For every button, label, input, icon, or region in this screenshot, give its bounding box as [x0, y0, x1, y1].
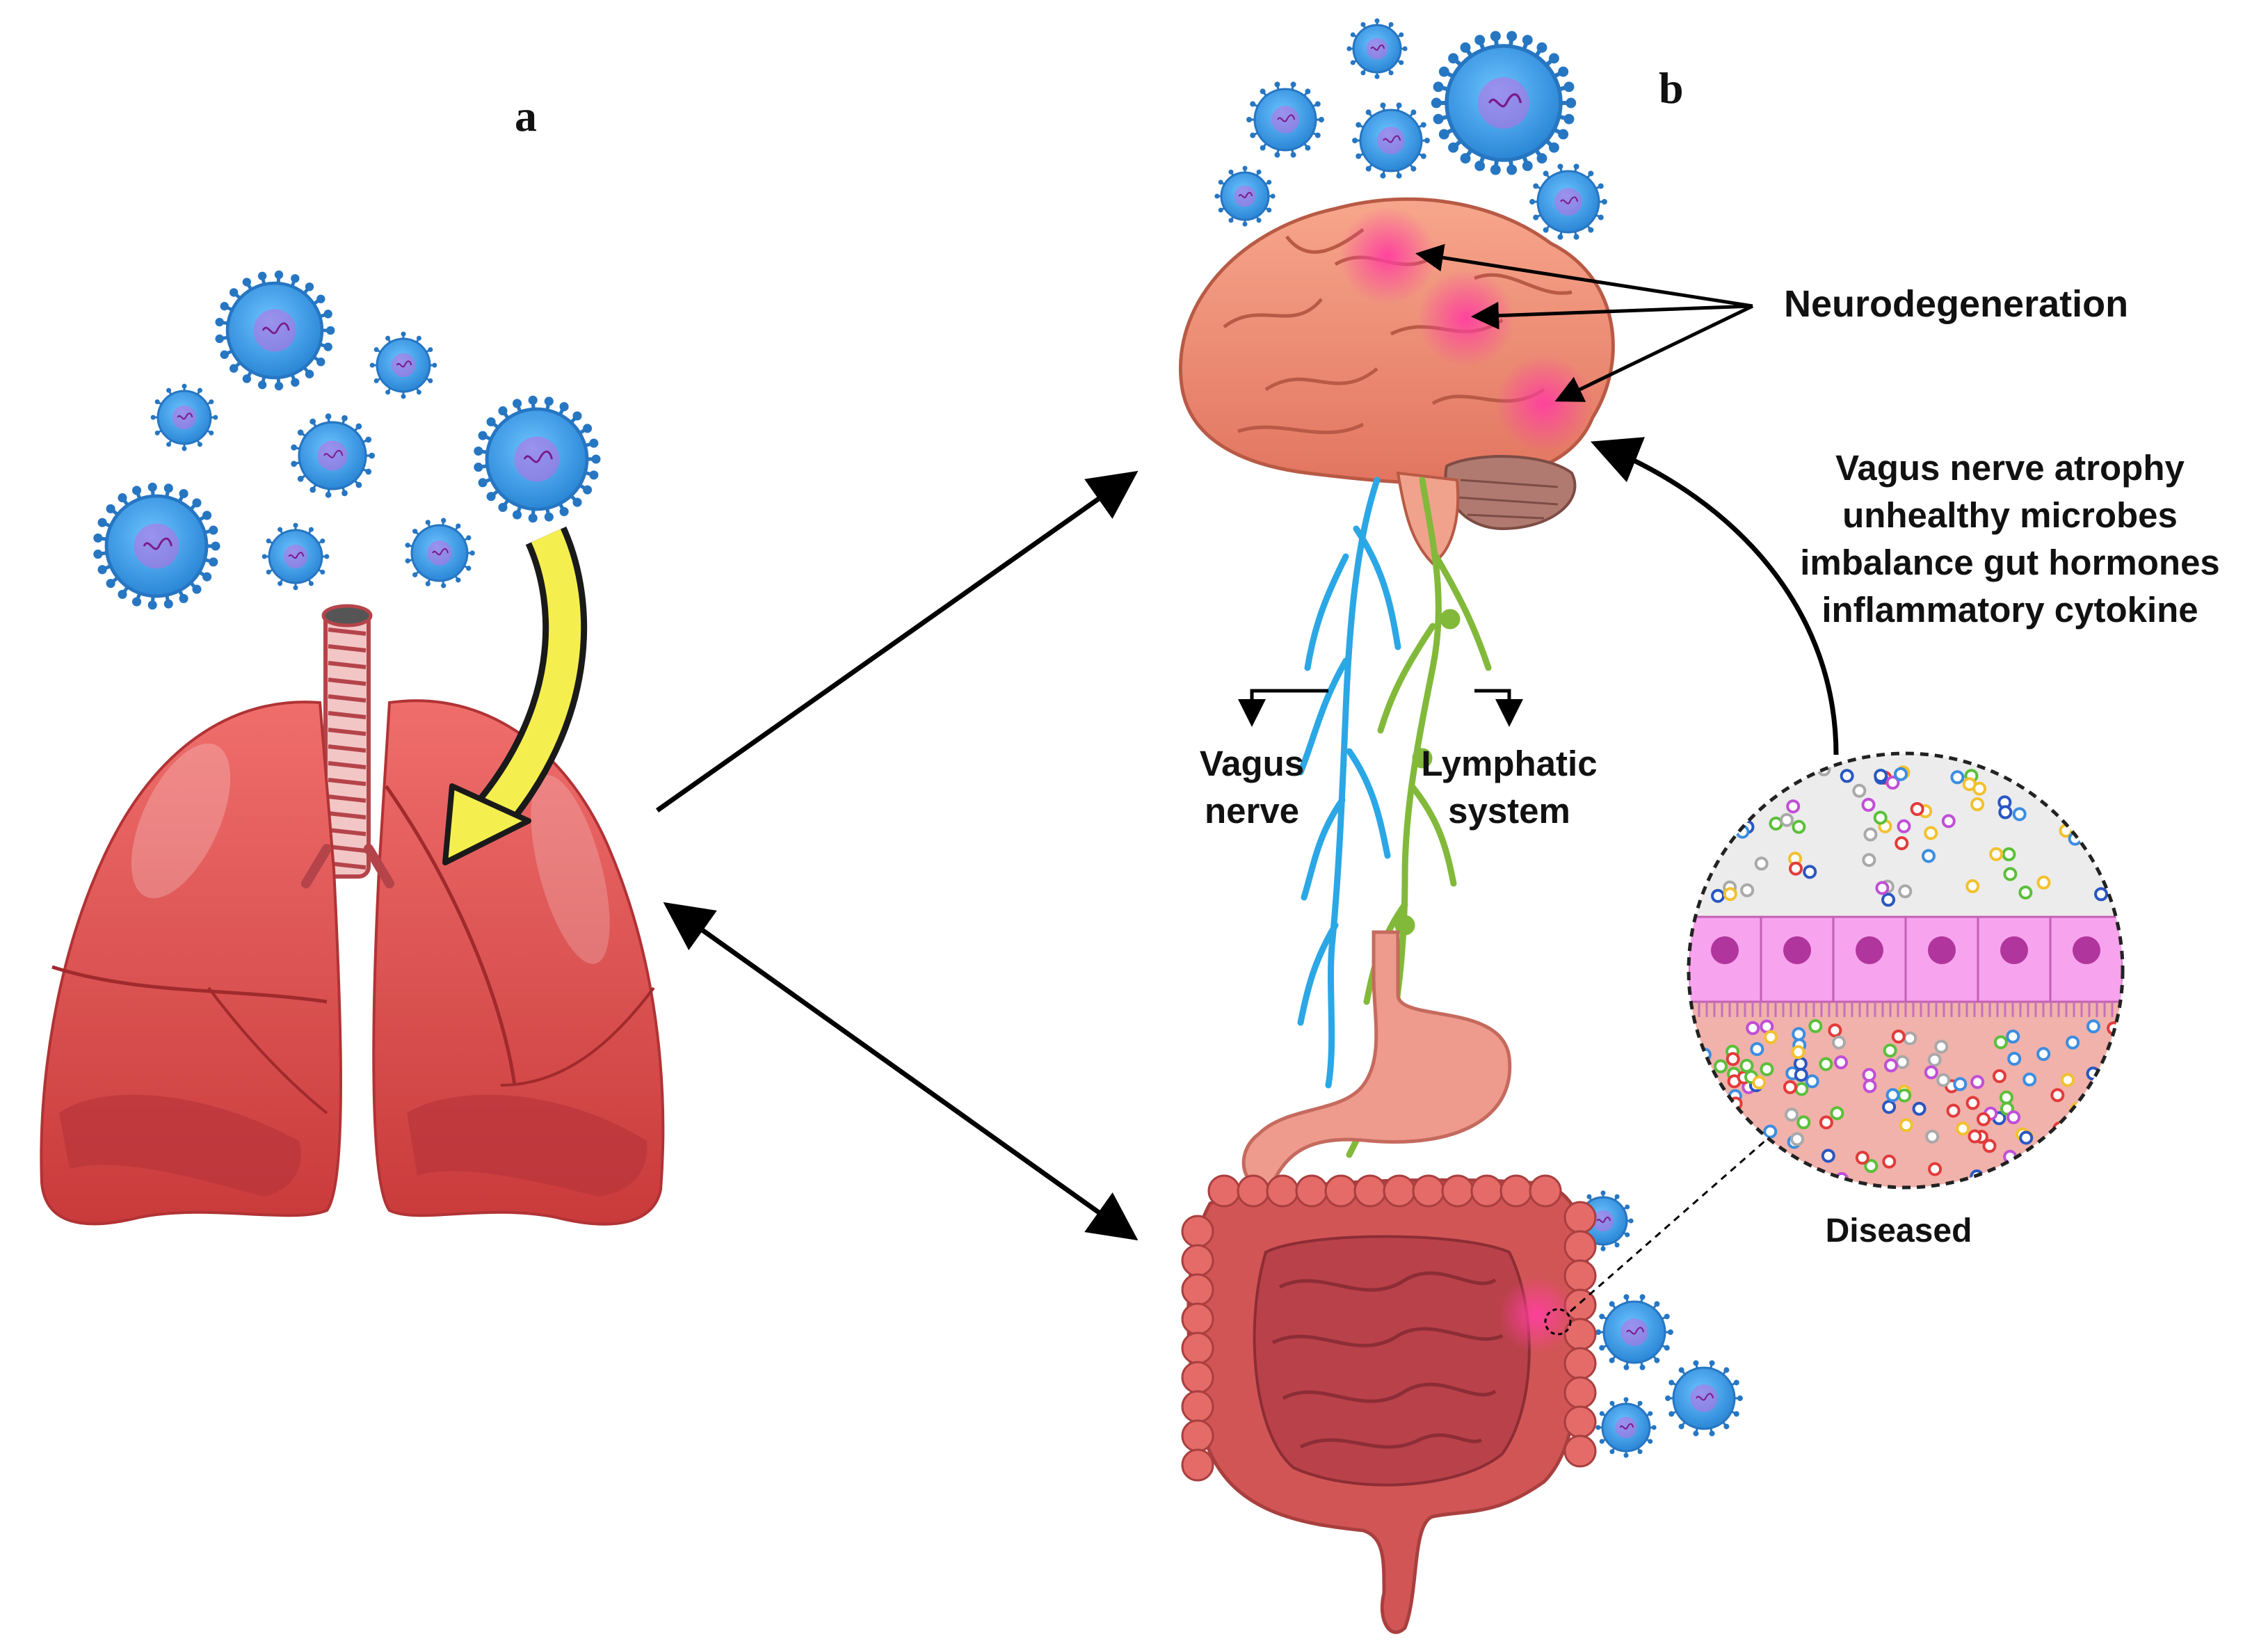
- factor-gut-hormones: imbalance gut hormones: [1800, 543, 2220, 582]
- lymphatic-system-label-line2: system: [1448, 791, 1570, 831]
- zoom-connector-line: [1570, 1129, 1778, 1313]
- brain-icon: [1178, 197, 1615, 566]
- virus-icon: [405, 518, 475, 589]
- lungs-icon: [40, 604, 665, 1226]
- virus-icon: [1431, 31, 1577, 175]
- virus-icon: [291, 413, 376, 498]
- virus-icon: [93, 482, 220, 610]
- virus-icon: [1665, 1360, 1743, 1437]
- neurodegeneration-label: Neurodegeneration: [1784, 283, 2128, 325]
- diseased-label: Diseased: [1826, 1213, 1972, 1249]
- risk-factors-list: Vagus nerve atrophy unhealthy microbes i…: [1800, 448, 2220, 630]
- virus-icon: [1352, 102, 1430, 179]
- virus-icon: [1529, 163, 1607, 240]
- gut-to-brain-arrow: [1591, 437, 1839, 755]
- lymphatic-system-label-line1: Lymphatic: [1421, 744, 1597, 783]
- lung-gut-double-arrow: [663, 902, 1139, 1241]
- virus-icon: [1214, 166, 1276, 227]
- virus-icon: [1246, 81, 1324, 158]
- virus-icon: [474, 395, 601, 523]
- virus-icon: [262, 522, 330, 591]
- virus-icon: [150, 383, 218, 451]
- inhalation-arrow: [442, 526, 588, 865]
- lung-to-brain-arrow: [655, 470, 1139, 813]
- virus-group: [93, 18, 1743, 1458]
- vagus-nerve-label-line2: nerve: [1205, 791, 1299, 831]
- virus-icon: [1346, 18, 1408, 79]
- factor-vagus-atrophy: Vagus nerve atrophy: [1835, 448, 2185, 488]
- stomach-icon: [1241, 930, 1512, 1187]
- intestine-icon: [1181, 1174, 1597, 1634]
- virus-icon: [369, 331, 437, 399]
- factor-unhealthy-microbes: unhealthy microbes: [1842, 495, 2178, 535]
- virus-icon: [1595, 1397, 1657, 1458]
- neurodegeneration-arrows: [1415, 243, 1754, 402]
- panel-label-b: b: [1659, 63, 1684, 113]
- factor-inflammatory-cytokine: inflammatory cytokine: [1821, 590, 2198, 630]
- gut-epithelium-icon: [1687, 751, 2125, 1190]
- vagus-nerve-icon: [1297, 477, 1401, 1089]
- vagus-nerve-label-line1: Vagus: [1200, 744, 1304, 783]
- panel-label-a: a: [515, 91, 537, 141]
- virus-icon: [1595, 1294, 1673, 1370]
- nerve-bracket-arrows: [1238, 689, 1523, 727]
- virus-icon: [215, 270, 335, 391]
